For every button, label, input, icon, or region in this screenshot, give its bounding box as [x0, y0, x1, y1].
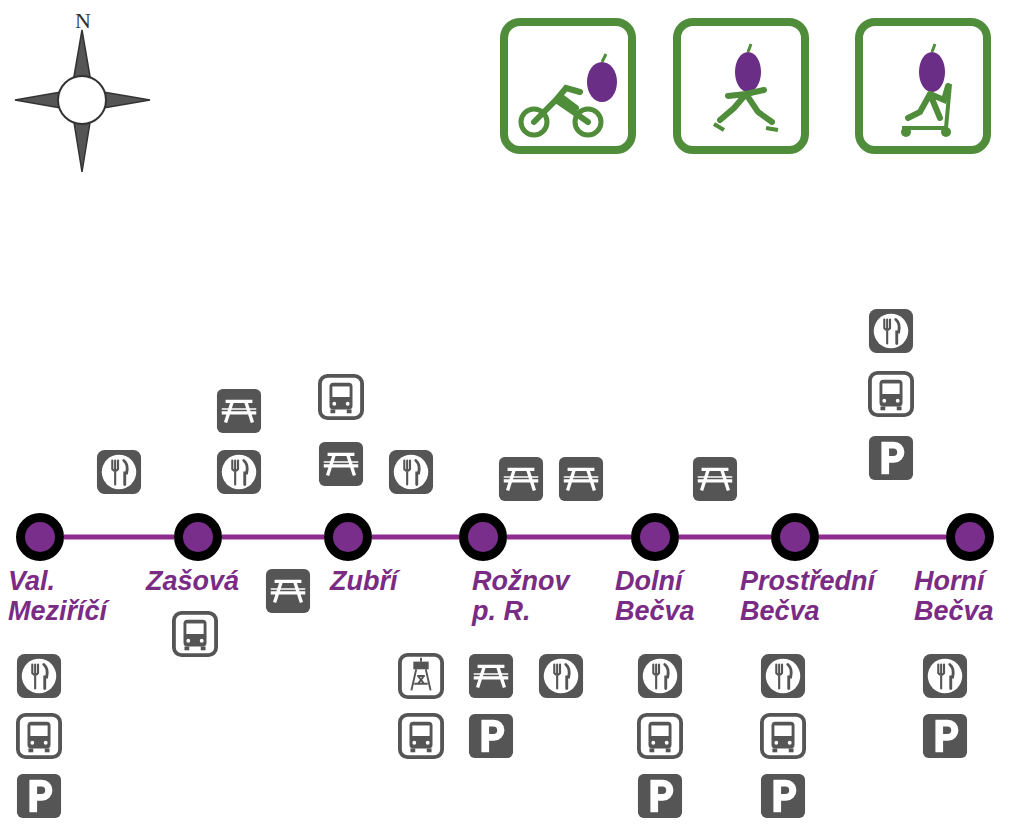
compass-north: N: [75, 8, 91, 34]
station-node: Val. Meziříčí: [16, 513, 64, 561]
compass-rose: [15, 30, 150, 172]
station-circle: [324, 513, 372, 561]
route-line: [507, 535, 631, 540]
station-name: Dolní Bečva: [615, 566, 713, 626]
scooter-icon: [859, 22, 987, 150]
station-circle: [16, 513, 64, 561]
station-dot: [776, 518, 815, 557]
station-dot: [329, 518, 368, 557]
station-name: Horní Bečva: [914, 566, 1009, 626]
station-name: Zašová: [146, 566, 276, 596]
route-line: [222, 535, 324, 540]
station-node: Zašová: [174, 513, 222, 561]
station-dot: [21, 518, 60, 557]
station-circle: [771, 513, 819, 561]
station-circle: [946, 513, 994, 561]
station-name: Val. Meziříčí: [8, 566, 133, 626]
route-line: [679, 535, 771, 540]
station-circle: [631, 513, 679, 561]
station-dot: [951, 518, 990, 557]
station-circle: [174, 513, 222, 561]
station-dot: [179, 518, 218, 557]
amenity-icons: [17, 309, 967, 818]
station-node: Prostřední Bečva: [771, 513, 819, 561]
station-circle: [459, 513, 507, 561]
station-node: Dolní Bečva: [631, 513, 679, 561]
route-line: [64, 535, 174, 540]
inline-skate-icon: [677, 22, 805, 150]
station-node: Rožnov p. R.: [459, 513, 507, 561]
station-name: Zubří: [330, 566, 425, 596]
station-dot: [464, 518, 503, 557]
route-line: [372, 535, 459, 540]
station-node: Zubří: [324, 513, 372, 561]
station-node: Horní Bečva: [946, 513, 994, 561]
station-dot: [636, 518, 675, 557]
station-name: Rožnov p. R.: [472, 566, 584, 626]
bike-icon: [504, 22, 632, 150]
station-name: Prostřední Bečva: [740, 566, 912, 626]
route-line: [819, 535, 946, 540]
